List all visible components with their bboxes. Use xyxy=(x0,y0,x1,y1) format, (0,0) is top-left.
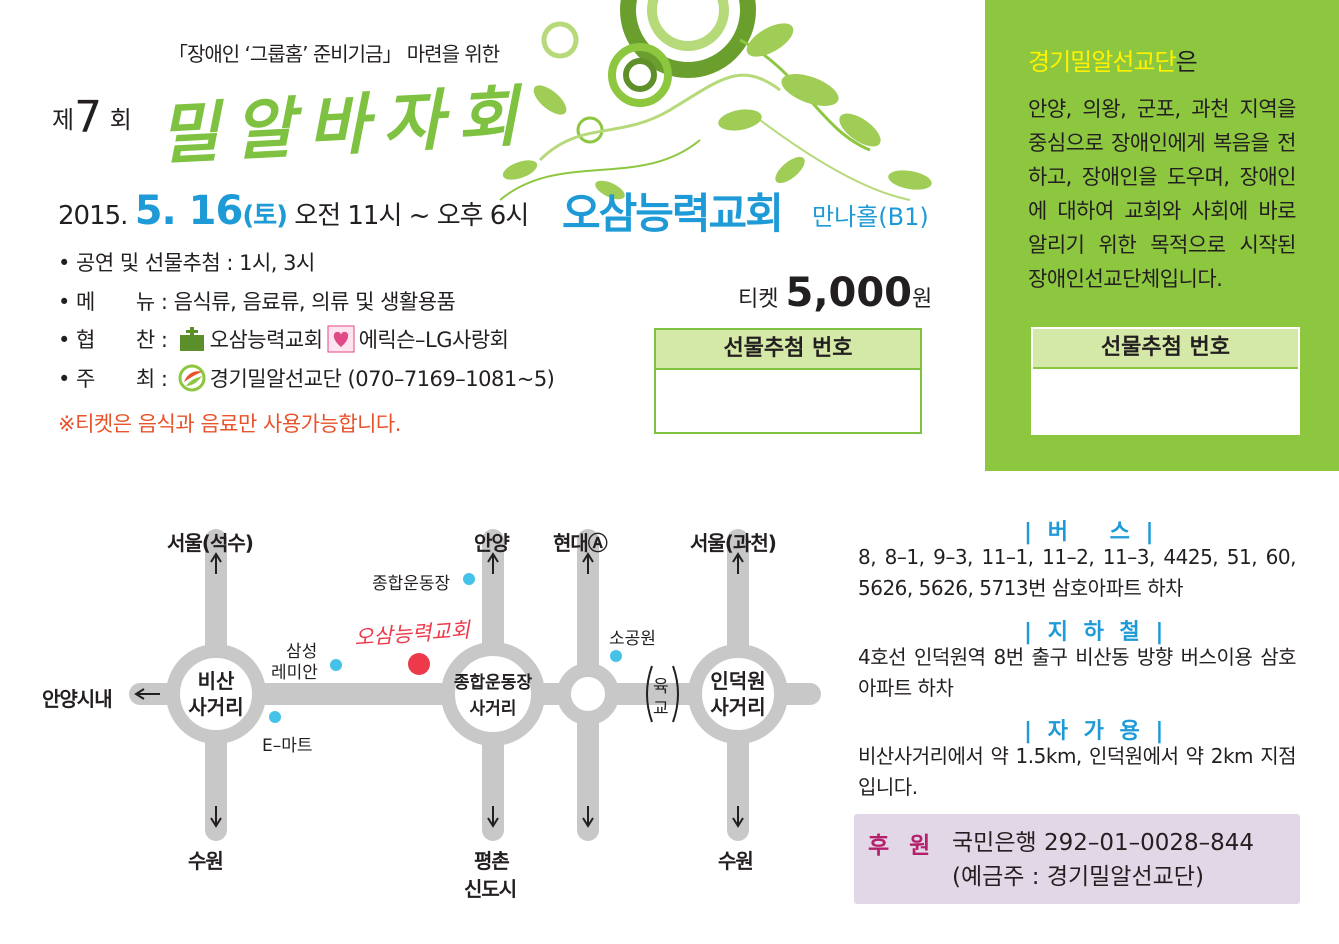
info-sponsor: • 협 찬 : 오삼능력교회 에릭슨–LG사랑회 xyxy=(58,324,509,354)
subway-heading: | 지 하 철 | xyxy=(1024,620,1168,645)
edition-label: 제7 회 xyxy=(52,92,132,143)
location-map xyxy=(129,529,821,841)
label-pyeongchon-2: 신도시 xyxy=(464,877,517,901)
decorative-swirl-art xyxy=(499,0,932,201)
event-venue: 오삼능력교회 xyxy=(562,189,784,238)
church-logo-icon xyxy=(179,327,204,351)
edition-number: 7 xyxy=(74,92,103,143)
donation-bank-account: 국민은행 292–01–0028–844 xyxy=(952,830,1255,856)
info-value-2: 에릭슨–LG사랑회 xyxy=(358,328,509,352)
draw-number-box-left: 선물추첨 번호 xyxy=(654,328,922,434)
car-heading: | 자 가 용 | xyxy=(1024,719,1168,744)
overpass-left-mark xyxy=(646,665,653,723)
label-samsung-2: 레미안 xyxy=(271,663,318,683)
info-organizer: • 주 최 : 경기밀알선교단 (070–7169–1081~5) xyxy=(58,363,555,393)
church-location-dot xyxy=(408,653,430,675)
info-value: 오삼능력교회 xyxy=(209,328,323,352)
emart-dot xyxy=(269,711,281,723)
bisan-line-2: 사거리 xyxy=(188,695,244,719)
event-date: 5. 16 xyxy=(134,188,244,234)
indeogwon-line-2: 사거리 xyxy=(710,695,766,719)
label-suwon-left: 수원 xyxy=(188,849,224,873)
indeogwon-rotary xyxy=(688,644,788,744)
event-year: 2015. xyxy=(58,201,128,231)
info-label: • 메 뉴 : xyxy=(58,290,174,314)
label-stadium-intersection: 종합운동장 사거리 xyxy=(448,670,538,722)
side-panel-title: 경기밀알선교단은 xyxy=(1028,42,1198,77)
stadium-line-1: 종합운동장 xyxy=(453,673,533,693)
label-anyang: 안양 xyxy=(474,531,510,555)
label-suwon-right: 수원 xyxy=(718,849,754,873)
draw-number-box-right: 선물추첨 번호 xyxy=(1031,327,1300,435)
label-indeogwon-intersection: 인덕원 사거리 xyxy=(698,668,778,720)
label-bisan-intersection: 비산 사거리 xyxy=(176,668,256,720)
love-society-logo-icon xyxy=(327,325,355,353)
stadium-line-2: 사거리 xyxy=(469,699,517,719)
bisan-line-1: 비산 xyxy=(197,669,235,693)
donation-box xyxy=(854,814,1300,904)
info-performance: • 공연 및 선물추첨 : 1시, 3시 xyxy=(58,247,315,277)
samsung-dot xyxy=(330,659,342,671)
edition-prefix: 제 xyxy=(52,106,75,134)
event-dateline: 2015. 5. 16(토) 오전 11시 ~ 오후 6시 xyxy=(58,188,529,234)
label-hyundai: 현대Ⓐ xyxy=(553,531,608,555)
ticket-amount: 5,000 xyxy=(785,270,913,316)
overpass-right-mark xyxy=(672,665,679,723)
bisan-rotary xyxy=(166,644,266,744)
organizer-logo-icon xyxy=(178,364,206,392)
hyundai-rotary xyxy=(557,663,619,725)
ticket-price: 티켓 5,000원 xyxy=(738,270,932,316)
label-overpass-2: 교 xyxy=(653,699,669,719)
event-time: 오전 11시 ~ 오후 6시 xyxy=(294,201,529,231)
label-seoul-gwacheon: 서울(과천) xyxy=(690,531,777,555)
car-directions: 비산사거리에서 약 1.5km, 인덕원에서 약 2km 지점입니다. xyxy=(858,744,1297,799)
bus-heading: | 버 스 | xyxy=(1024,520,1158,545)
info-menu: • 메 뉴 : 음식류, 음료류, 의류 및 생활용품 xyxy=(58,286,456,316)
info-label: • 주 최 : xyxy=(58,367,174,391)
park-dot xyxy=(610,650,622,662)
donation-account-holder: (예금주 : 경기밀알선교단) xyxy=(952,864,1204,890)
donation-label: 후 원 xyxy=(868,833,937,859)
main-title: 밀알바자회 xyxy=(156,76,534,174)
ticket-notice: ※티켓은 음식과 음료만 사용가능합니다. xyxy=(58,412,401,436)
ticket-unit: 원 xyxy=(912,287,933,312)
org-name: 경기밀알선교단 xyxy=(1028,48,1177,76)
label-seoul-seoksu: 서울(석수) xyxy=(167,531,254,555)
ticket-label: 티켓 xyxy=(738,287,779,312)
label-samsung-1: 삼성 xyxy=(286,642,318,662)
label-pyeongchon-1: 평촌 xyxy=(474,849,510,873)
edition-suffix: 회 xyxy=(109,106,132,134)
label-overpass-1: 육 xyxy=(653,677,669,697)
label-stadium-poi: 종합운동장 xyxy=(372,574,451,594)
event-weekday: (토) xyxy=(242,201,288,231)
indeogwon-line-1: 인덕원 xyxy=(710,669,766,693)
info-value: 1시, 3시 xyxy=(239,251,315,275)
info-value: 음식류, 음료류, 의류 및 생활용품 xyxy=(173,290,456,314)
label-emart: E–마트 xyxy=(262,736,313,756)
stadium-rotary xyxy=(441,642,545,746)
side-panel-description: 안양, 의왕, 군포, 과천 지역을 중심으로 장애인에게 복음을 전하고, 장… xyxy=(1028,97,1297,291)
event-hall: 만나홀(B1) xyxy=(812,203,929,231)
event-subtitle: 「장애인 ‘그룹홈’ 준비기금」 마련을 위한 xyxy=(168,42,500,66)
bus-directions: 8, 8–1, 9–3, 11–1, 11–2, 11–3, 4425, 51,… xyxy=(858,545,1297,600)
info-label: • 공연 및 선물추첨 : xyxy=(58,251,240,275)
draw-number-heading: 선물추첨 번호 xyxy=(656,330,920,370)
label-park: 소공원 xyxy=(609,629,656,649)
info-label: • 협 찬 : xyxy=(58,328,174,352)
label-anyang-downtown: 안양시내 xyxy=(42,687,113,711)
info-value: 경기밀알선교단 (070–7169–1081~5) xyxy=(209,367,555,391)
donation-account: 국민은행 292–01–0028–844 (예금주 : 경기밀알선교단) xyxy=(952,826,1254,894)
subway-directions: 4호선 인덕원역 8번 출구 비산동 방향 버스이용 삼호아파트 하차 xyxy=(858,645,1297,700)
stadium-poi-dot xyxy=(463,573,475,585)
org-name-particle: 은 xyxy=(1175,48,1198,76)
draw-number-heading: 선물추첨 번호 xyxy=(1033,329,1298,369)
